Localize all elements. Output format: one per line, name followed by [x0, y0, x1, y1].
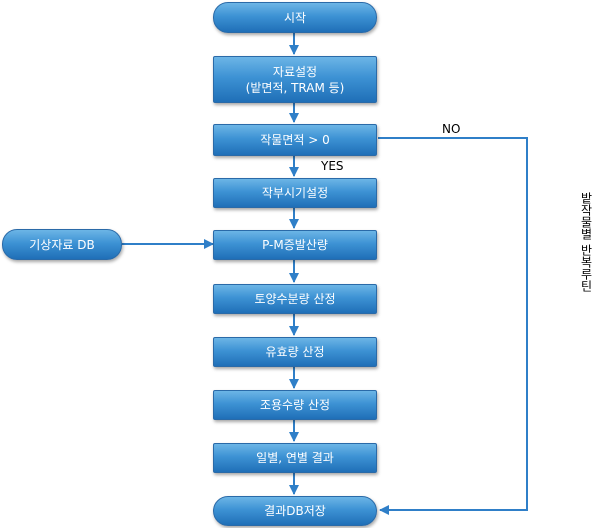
- crop-time-node: 작부시기설정: [213, 178, 377, 208]
- pm-evap-label: P-M증발산량: [262, 238, 328, 252]
- pm-evap-node: P-M증발산량: [213, 230, 377, 260]
- save-db-node: 결과DB저장: [213, 496, 377, 526]
- arrow-no-loop: [378, 137, 528, 515]
- soil-water-node: 토양수분량 산정: [213, 284, 377, 314]
- data-setup-label-line1: 자료설정: [272, 64, 318, 79]
- results-node: 일별, 연별 결과: [213, 443, 377, 473]
- loop-label: 밭작물별 반복루틴: [579, 192, 593, 292]
- data-setup-label-line2: (밭면적, TRAM 등): [245, 80, 345, 95]
- effective-rain-node: 유효량 산정: [213, 337, 377, 367]
- soil-water-label: 토양수분량 산정: [254, 292, 336, 306]
- weather-db-label: 기상자료 DB: [29, 237, 95, 252]
- data-setup-node: 자료설정 (밭면적, TRAM 등): [213, 56, 377, 103]
- effective-rain-label: 유효량 산정: [265, 345, 325, 359]
- start-node: 시작: [213, 2, 377, 33]
- water-demand-node: 조용수량 산정: [213, 390, 377, 420]
- no-label: NO: [442, 122, 461, 136]
- decision-label: 작물면적 > 0: [260, 133, 330, 147]
- start-node-label: 시작: [283, 10, 307, 25]
- save-db-label: 결과DB저장: [264, 504, 326, 518]
- weather-db-node: 기상자료 DB: [2, 229, 122, 260]
- water-demand-label: 조용수량 산정: [259, 398, 331, 412]
- crop-time-label: 작부시기설정: [261, 186, 329, 200]
- yes-label: YES: [321, 159, 344, 173]
- results-label: 일별, 연별 결과: [256, 451, 334, 465]
- decision-node: 작물면적 > 0: [213, 124, 377, 156]
